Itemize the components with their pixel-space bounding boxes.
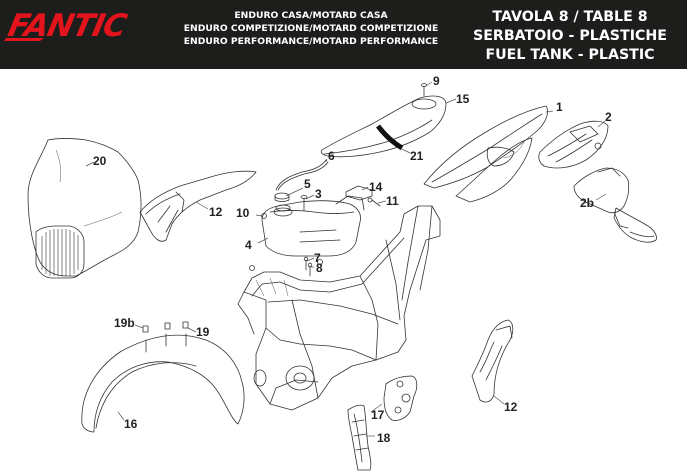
seat-screw-part xyxy=(421,83,427,97)
callout-21: 21 xyxy=(410,149,424,163)
svg-text:FANTIC: FANTIC xyxy=(5,8,130,44)
callout-labels: 1 2 2b 3 4 5 6 7 8 9 10 11 12 12 14 15 1… xyxy=(93,74,612,445)
callout-6: 6 xyxy=(328,149,335,163)
model-line-3: ENDURO PERFORMANCE/MOTARD PERFORMANCE xyxy=(183,36,439,47)
screw-part xyxy=(300,195,308,211)
tank-screws-part xyxy=(303,256,313,277)
exploded-parts-diagram: 1 2 2b 3 4 5 6 7 8 9 10 11 12 12 14 15 1… xyxy=(27,74,657,471)
model-line-1: ENDURO CASA/MOTARD CASA xyxy=(234,10,388,21)
callout-18: 18 xyxy=(377,431,391,445)
fuel-tank-part xyxy=(261,195,365,257)
header-bar: FANTIC ENDURO CASA/MOTARD CASA ENDURO CO… xyxy=(0,0,687,69)
callout-3: 3 xyxy=(315,187,322,201)
chain-guard-part xyxy=(347,404,372,471)
callout-14: 14 xyxy=(369,180,383,194)
callout-15: 15 xyxy=(456,92,470,106)
callout-12-side-panel: 12 xyxy=(209,205,223,219)
callout-4: 4 xyxy=(245,238,252,252)
seat-strap-part xyxy=(376,124,404,151)
callout-5: 5 xyxy=(304,177,311,191)
callout-2b: 2b xyxy=(580,196,594,210)
bracket-part xyxy=(345,185,381,207)
callout-8: 8 xyxy=(316,261,323,275)
fender-screws-part xyxy=(142,321,189,333)
callout-12-fork-guard: 12 xyxy=(504,400,518,414)
left-side-panel-part xyxy=(139,170,257,242)
leader-lines xyxy=(85,81,607,437)
table-title-it: SERBATOIO - PLASTICHE xyxy=(473,28,667,44)
breather-hose-part xyxy=(275,159,327,191)
table-titles: TAVOLA 8 / TABLE 8 SERBATOIO - PLASTICHE… xyxy=(456,8,684,65)
callout-9: 9 xyxy=(433,74,440,88)
front-fender-part xyxy=(81,333,245,433)
fuel-cap-part xyxy=(274,192,290,202)
frame-part xyxy=(237,205,441,411)
callout-1: 1 xyxy=(556,100,563,114)
table-number: TAVOLA 8 / TABLE 8 xyxy=(492,9,648,25)
model-list: ENDURO CASA/MOTARD CASA ENDURO COMPETIZI… xyxy=(172,9,450,48)
headlight-mask-part xyxy=(27,138,142,279)
callout-11: 11 xyxy=(386,194,399,208)
callout-2: 2 xyxy=(605,110,612,124)
tail-light-part xyxy=(538,120,609,169)
table-title-en: FUEL TANK - PLASTIC xyxy=(485,47,655,63)
fantic-logo: FANTIC xyxy=(4,8,130,44)
callout-20: 20 xyxy=(93,154,107,168)
callout-16: 16 xyxy=(124,417,138,431)
callout-19: 19 xyxy=(196,325,210,339)
rear-fender-part xyxy=(423,105,548,203)
callout-10: 10 xyxy=(236,206,250,220)
model-line-2: ENDURO COMPETIZIONE/MOTARD COMPETIZIONE xyxy=(183,23,439,34)
chain-guide-plate-part xyxy=(383,375,418,421)
callout-17: 17 xyxy=(371,408,385,422)
callout-7: 7 xyxy=(314,251,321,265)
fork-guard-part xyxy=(471,319,514,403)
callout-19b: 19b xyxy=(114,316,135,330)
plate-bracket-part xyxy=(573,167,657,243)
seat-part xyxy=(320,95,447,158)
